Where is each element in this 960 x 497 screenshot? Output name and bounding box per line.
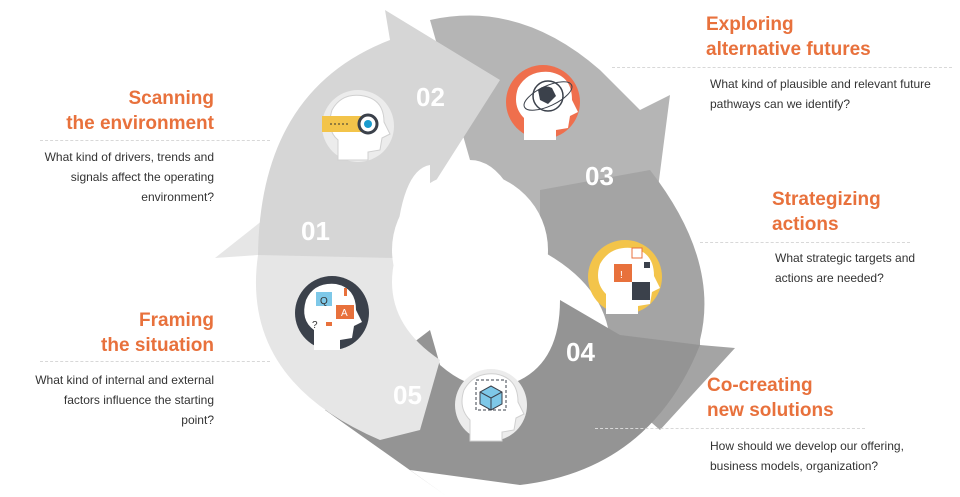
step-question-02: What kind of drivers, trends and signals… xyxy=(44,150,214,204)
step-number-01: 01 xyxy=(301,216,330,246)
svg-text:!: ! xyxy=(620,270,623,281)
divider-01 xyxy=(40,361,270,362)
step-number-04: 04 xyxy=(566,337,595,367)
step-question-04: What strategic targets and actions are n… xyxy=(775,251,916,285)
svg-text:A: A xyxy=(341,308,348,319)
step-number-05: 05 xyxy=(393,380,422,410)
divider-05 xyxy=(595,428,865,429)
svg-text:?: ? xyxy=(312,320,318,331)
svg-text:Q: Q xyxy=(320,296,328,307)
eye-head-icon xyxy=(322,90,394,162)
divider-04 xyxy=(700,242,910,243)
qa-head-icon: Q A ? xyxy=(295,276,369,350)
center-hole xyxy=(392,172,548,328)
puzzle-head-icon: ! xyxy=(588,240,662,314)
step-question-05: How should we develop our offering, busi… xyxy=(710,439,904,473)
step-question-01: What kind of internal and external facto… xyxy=(35,373,214,427)
globe-head-icon xyxy=(506,65,580,140)
cube-head-icon xyxy=(455,369,527,442)
divider-02 xyxy=(40,140,270,141)
step-number-03: 03 xyxy=(585,161,614,191)
step-number-02: 02 xyxy=(416,82,445,112)
step-question-03: What kind of plausible and relevant futu… xyxy=(710,77,931,111)
divider-03 xyxy=(612,67,952,68)
